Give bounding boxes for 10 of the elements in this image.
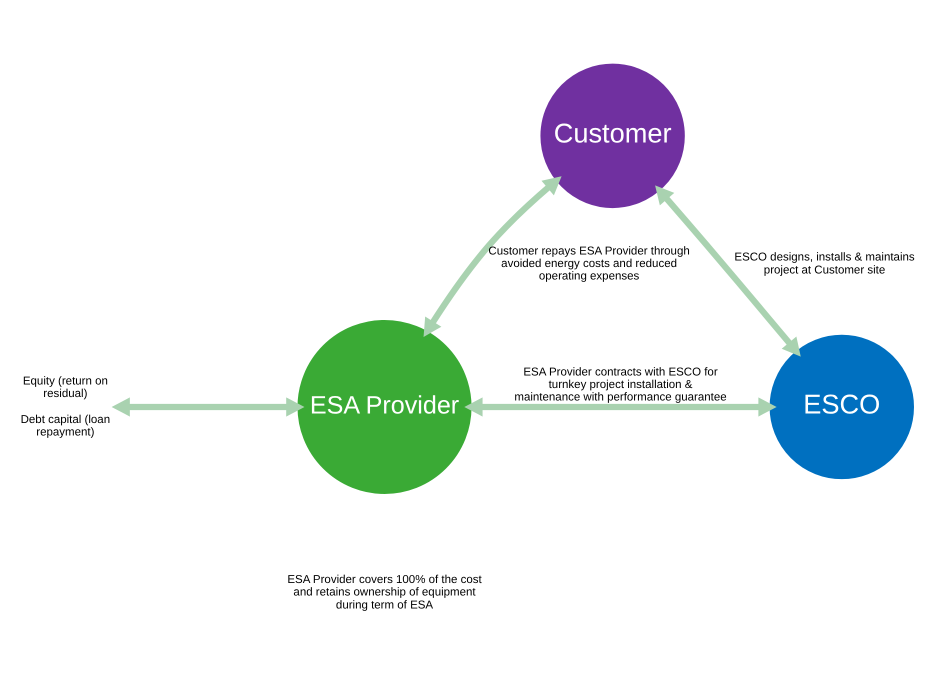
arrow	[112, 397, 304, 417]
arrow	[464, 397, 777, 417]
edge-label: ESA Provider contracts with ESCO for turnkey project installation & maintenance with performance guarantee	[514, 366, 727, 404]
edge-label: ESCO designs, installs & maintains project at Customer site	[734, 252, 915, 276]
arrow	[424, 176, 562, 338]
node-text: Equity (return on residual) Debt capital (loan repayment)	[20, 375, 110, 439]
node-circle: ESA Provider	[298, 320, 472, 494]
edge-label: Customer repays ESA Provider through avoided energy costs and reduced operating expenses	[488, 245, 690, 283]
arrow	[655, 185, 801, 357]
label: ESA Provider covers 100% of the cost and retains ownership of equipment during term of ESA	[287, 574, 482, 612]
